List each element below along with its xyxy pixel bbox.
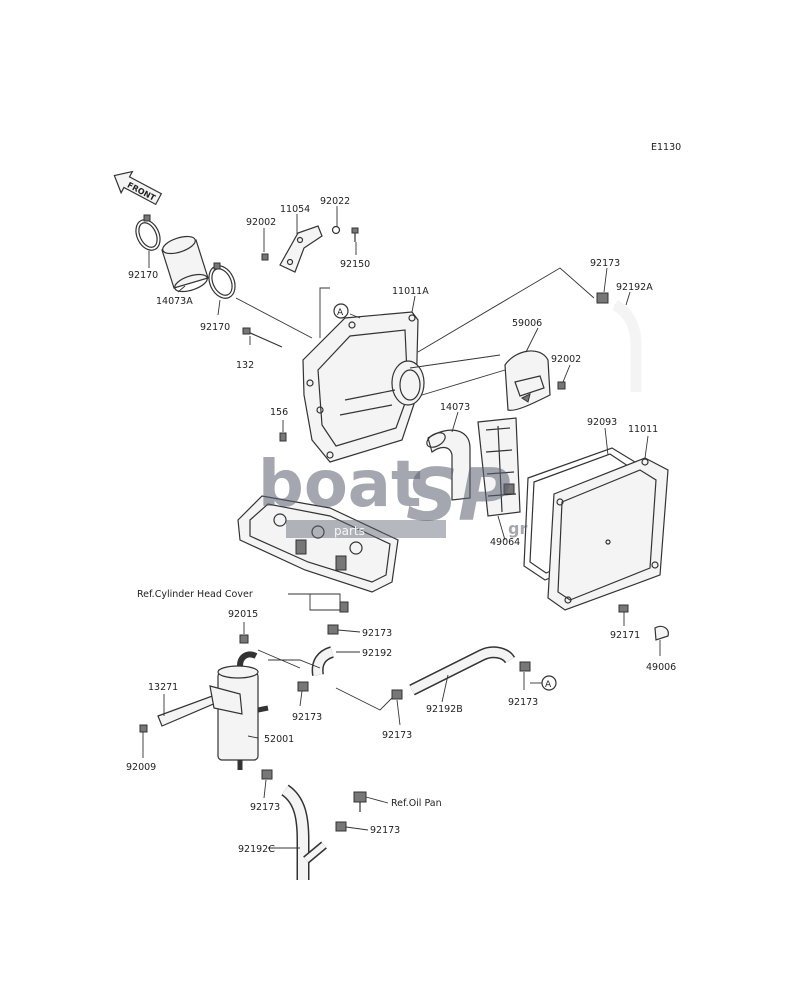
label-92022: 92022 xyxy=(320,196,350,207)
cap-49006 xyxy=(654,625,669,641)
label-59006: 59006 xyxy=(512,318,542,329)
plate-59006 xyxy=(504,350,551,411)
clamp-92173-sep xyxy=(297,681,309,692)
label-ref-cylinder-head-cover: Ref.Cylinder Head Cover xyxy=(137,589,253,600)
clip-92171 xyxy=(618,604,629,613)
bolt-92002-top xyxy=(261,253,269,261)
callout-a-top: A xyxy=(333,303,349,319)
label-92015: 92015 xyxy=(228,609,258,620)
cylinder-head-cover xyxy=(237,495,399,613)
cover-11011 xyxy=(547,457,669,611)
label-14073a: 14073A xyxy=(156,296,193,307)
hose-92192 xyxy=(311,646,335,676)
callout-a-bottom: A xyxy=(541,675,557,691)
leader-lines xyxy=(142,206,661,849)
filter-element-49064 xyxy=(477,417,521,517)
label-92192c: 92192C xyxy=(238,844,275,855)
air-box-11011a xyxy=(302,311,425,463)
washer-92022 xyxy=(331,225,341,235)
label-11011: 11011 xyxy=(628,424,658,435)
label-92173-oil: 92173 xyxy=(370,825,400,836)
label-92002-top: 92002 xyxy=(246,217,276,228)
label-49006: 49006 xyxy=(646,662,676,673)
label-ref-oil-pan: Ref.Oil Pan xyxy=(391,798,442,809)
bolt-92002-right xyxy=(557,381,566,390)
clamp-92173-bottom xyxy=(261,769,273,780)
svg-text:A: A xyxy=(337,308,344,318)
label-156: 156 xyxy=(270,407,288,418)
label-92192a: 92192A xyxy=(616,282,653,293)
svg-text:parts: parts xyxy=(334,524,365,538)
front-arrow-icon: FRONT xyxy=(113,170,163,206)
label-92173-mid: 92173 xyxy=(362,628,392,639)
fitting-oil-pan xyxy=(353,791,367,812)
hose-92192b xyxy=(409,646,516,696)
label-49064: 49064 xyxy=(490,537,520,548)
label-92192b: 92192B xyxy=(426,704,463,715)
svg-text:SP: SP xyxy=(406,453,511,537)
diagram-code: E1130 xyxy=(651,142,681,153)
separator-52001 xyxy=(217,651,269,770)
svg-text:gr: gr xyxy=(508,519,527,538)
label-52001: 52001 xyxy=(264,734,294,745)
bolt-92150 xyxy=(351,227,359,242)
svg-text:A: A xyxy=(545,680,552,690)
svg-text:boat: boat xyxy=(258,448,422,522)
clamp-92170-bottom xyxy=(208,262,236,299)
bracket-13271 xyxy=(157,685,243,727)
bolt-132 xyxy=(242,327,283,348)
label-11054: 11054 xyxy=(280,204,310,215)
clamp-92173-right xyxy=(519,661,531,672)
label-92170-top: 92170 xyxy=(128,270,158,281)
label-92173-hose-b: 92173 xyxy=(382,730,412,741)
label-92002-right: 92002 xyxy=(551,354,581,365)
label-13271: 13271 xyxy=(148,682,178,693)
label-11011a: 11011A xyxy=(392,286,429,297)
label-92173-bottom: 92173 xyxy=(250,802,280,813)
label-92093: 92093 xyxy=(587,417,617,428)
label-92173-top: 92173 xyxy=(590,258,620,269)
label-132: 132 xyxy=(236,360,254,371)
hose-92192a xyxy=(612,300,642,392)
bolt-92009 xyxy=(139,724,148,733)
label-92171: 92171 xyxy=(610,630,640,641)
clamp-92170-top xyxy=(135,214,161,251)
clamp-92173-hose-b xyxy=(391,689,403,700)
part-labels: 92170 14073A 92170 92002 11054 92022 921… xyxy=(126,196,676,855)
label-92173-right: 92173 xyxy=(508,697,538,708)
label-92192: 92192 xyxy=(362,648,392,659)
clamp-92173-oil xyxy=(335,821,347,832)
label-92173-sep: 92173 xyxy=(292,712,322,723)
label-92170-bottom: 92170 xyxy=(200,322,230,333)
hose-92192c xyxy=(280,784,327,880)
duct-14073 xyxy=(426,429,471,501)
sleeve-14073a xyxy=(161,235,209,293)
label-92150: 92150 xyxy=(340,259,370,270)
bolt-92015 xyxy=(239,634,249,644)
watermark-logo: boat SP parts gr xyxy=(258,448,527,538)
clamp-92173-top xyxy=(596,292,609,304)
label-14073: 14073 xyxy=(440,402,470,413)
bolt-156 xyxy=(279,432,287,442)
bracket-11054 xyxy=(279,225,323,273)
label-92009: 92009 xyxy=(126,762,156,773)
clamp-92173-mid xyxy=(327,624,339,635)
